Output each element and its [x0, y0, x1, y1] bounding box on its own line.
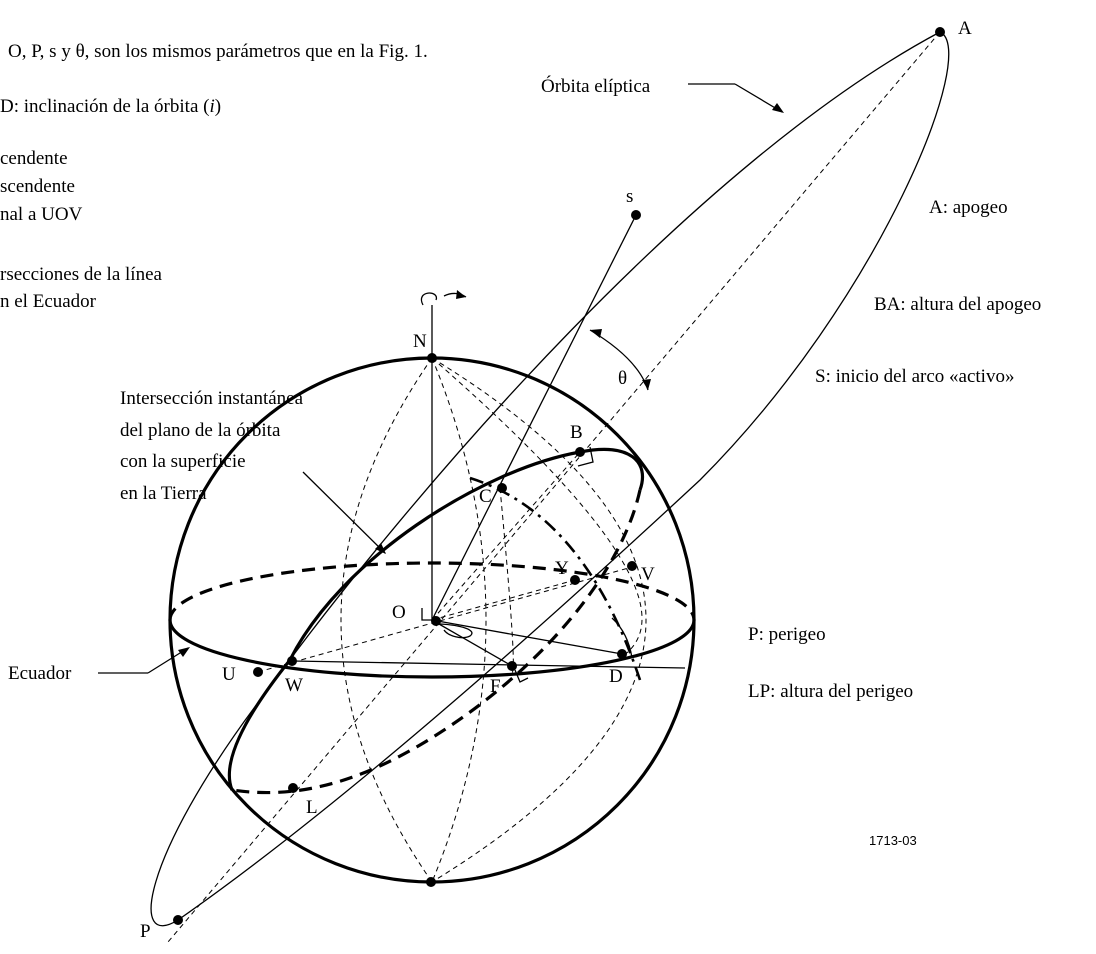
rotation-axis: [420, 290, 467, 620]
line-U-V: [257, 566, 633, 673]
label-D: D: [609, 666, 623, 687]
figure-id: 1713-03: [869, 833, 917, 848]
intersection-label-3: con la superficie: [120, 451, 246, 472]
point-Y: [570, 575, 580, 585]
point-F: [507, 661, 517, 671]
line-O-Y: [431, 579, 576, 621]
line-O-B: [431, 451, 581, 621]
radius-to-satellite: [431, 214, 637, 621]
legend-line-4: scendente: [0, 176, 75, 197]
legend-line-1: O, P, s y θ, son los mismos parámetros q…: [8, 41, 428, 62]
equator-leader-arrow: [178, 647, 190, 657]
orbit-label: Órbita elíptica: [541, 75, 651, 97]
arc-to-D: [611, 617, 633, 659]
label-U: U: [222, 664, 236, 685]
ground-track-front-upper: [288, 447, 645, 661]
label-Y: Y: [555, 558, 569, 579]
point-U: [253, 667, 263, 677]
ground-track-front-left: [227, 659, 292, 791]
legend-perigee: P: perigeo: [748, 624, 826, 645]
legend-line-5: nal a UOV: [0, 204, 83, 225]
rotation-arrow-loop: [420, 292, 437, 306]
point-labels: A s N θ B C Y V O D F U W L P: [140, 18, 972, 942]
legend-active-arc: S: inicio del arco «activo»: [815, 366, 1014, 387]
annotations: O, P, s y θ, son los mismos parámetros q…: [0, 41, 1041, 848]
theta-angle: [589, 329, 651, 391]
point-A: [935, 27, 945, 37]
legend-apogee-height: BA: altura del apogeo: [874, 294, 1041, 315]
meridians: [340, 357, 647, 883]
apsides-line: [167, 31, 941, 943]
theta-arrow-start: [590, 329, 602, 338]
label-W: W: [285, 675, 303, 696]
intersection-leader-arrow: [375, 543, 386, 554]
construction-lines: [167, 31, 941, 943]
legend-line-2: D: inclinación de la órbita (i): [0, 96, 221, 117]
line-W-D: [291, 660, 686, 669]
label-N: N: [413, 331, 427, 352]
label-L: L: [306, 797, 318, 818]
equator-label: Ecuador: [8, 663, 72, 684]
meridian-4: [431, 357, 647, 883]
legend-line-6: rsecciones de la línea: [0, 264, 163, 285]
legend-line-7: n el Ecuador: [0, 291, 97, 312]
projection-line: [469, 476, 642, 681]
right-angle-F: [514, 669, 529, 683]
point-markers: [173, 27, 945, 925]
intersection-label-2: del plano de la órbita: [120, 420, 281, 441]
point-L: [288, 783, 298, 793]
point-D: [617, 649, 627, 659]
elliptical-orbit: [150, 31, 950, 927]
ground-track-back: [231, 489, 642, 795]
label-V: V: [641, 564, 655, 585]
right-angle-B: [577, 446, 594, 467]
label-A: A: [958, 18, 972, 39]
legend-line-3: cendente: [0, 148, 68, 169]
rotation-arrowhead: [456, 290, 466, 299]
label-B: B: [570, 422, 583, 443]
orbit-ellipse: [150, 31, 950, 927]
point-s: [631, 210, 641, 220]
leader-lines: [98, 83, 784, 674]
meridian-5: [499, 487, 514, 673]
intersection-leader: [302, 471, 386, 554]
point-W: [287, 656, 297, 666]
point-B: [575, 447, 585, 457]
label-s: s: [626, 186, 633, 207]
meridian-1: [340, 357, 433, 883]
meridian-3: [431, 357, 643, 659]
right-angle-O: [421, 608, 432, 621]
intersection-label-4: en la Tierra: [120, 483, 207, 504]
legend-apogee: A: apogeo: [929, 197, 1008, 218]
angle-i-arc: [439, 623, 473, 639]
legend-line-2-italic: i: [209, 96, 214, 117]
label-theta: θ: [618, 368, 627, 389]
point-C: [497, 483, 507, 493]
theta-arrow-end: [642, 379, 651, 390]
meridian-2: [431, 357, 487, 883]
orbit-leader-arrow: [772, 103, 784, 113]
legend-perigee-height: LP: altura del perigeo: [748, 681, 913, 702]
line-O-F: [431, 619, 513, 667]
legend-line-2-prefix: D: inclinación de la órbita (: [0, 96, 209, 117]
label-O: O: [392, 602, 406, 623]
point-P: [173, 915, 183, 925]
label-F: F: [490, 676, 501, 697]
equator-front: [168, 619, 696, 679]
legend-line-2-suffix: ): [215, 96, 221, 117]
ground-track: [227, 447, 645, 795]
intersection-label-1: Intersección instantánea: [120, 388, 304, 409]
point-O: [431, 616, 441, 626]
label-P: P: [140, 921, 151, 942]
point-N: [427, 353, 437, 363]
line-O-D: [431, 619, 623, 655]
point-V: [627, 561, 637, 571]
point-south-pole: [426, 877, 436, 887]
label-C: C: [479, 486, 492, 507]
